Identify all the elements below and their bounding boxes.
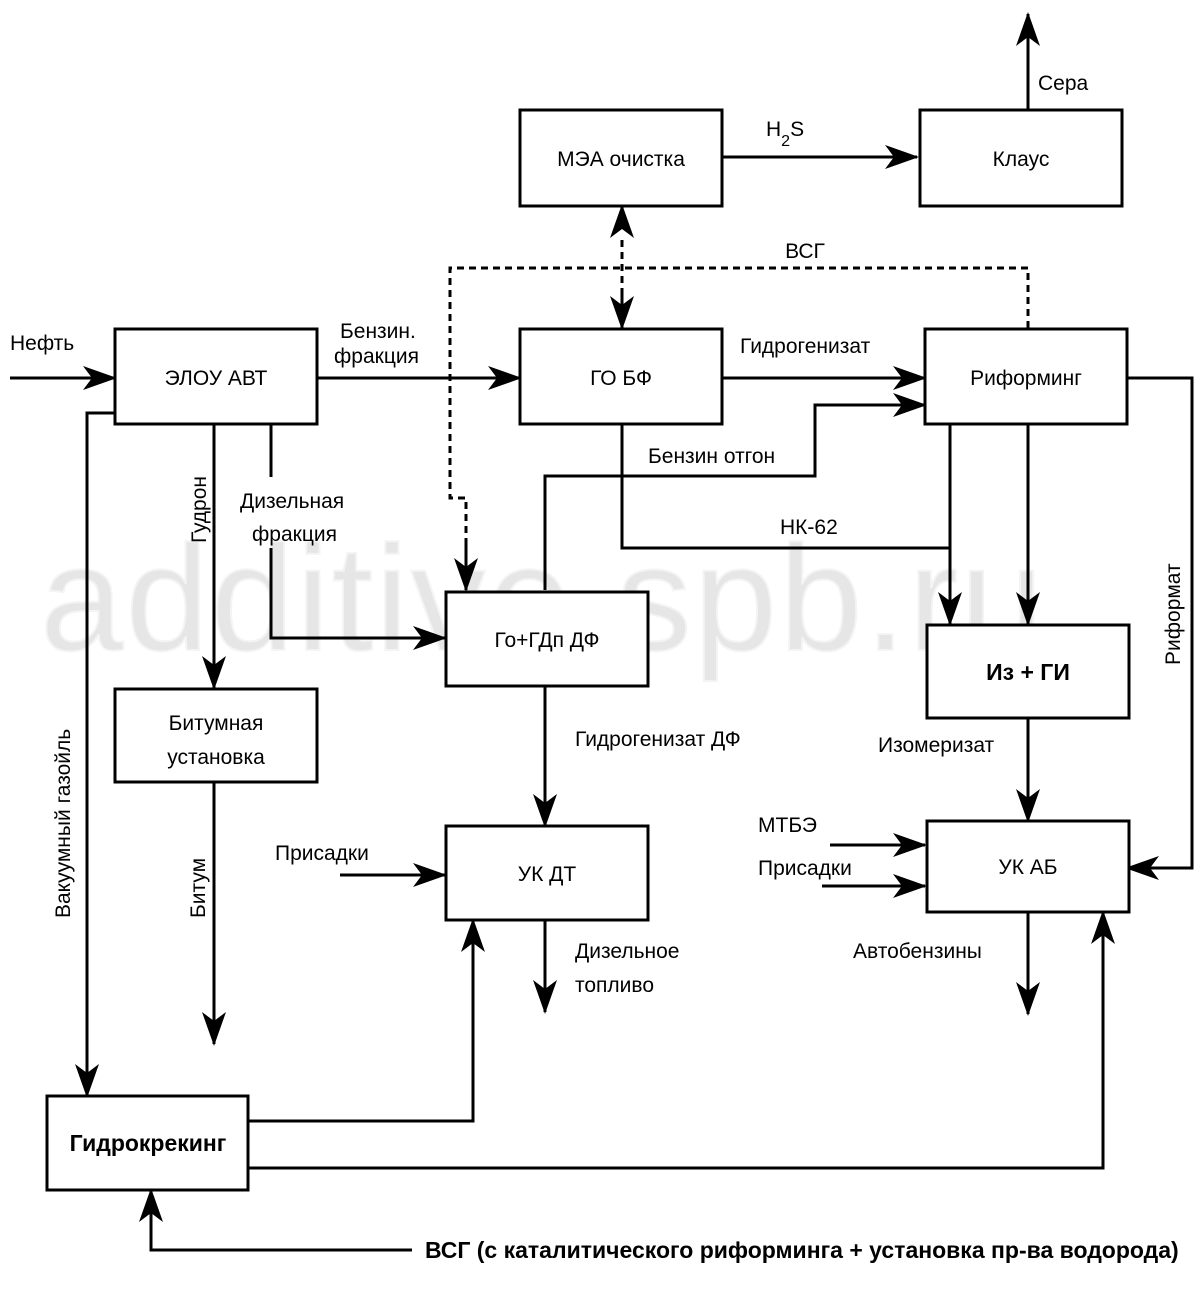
label-oil: Нефть bbox=[10, 332, 74, 355]
label-hydrocracking: Гидрокрекинг bbox=[70, 1130, 227, 1156]
label-bitumen-unit-1: Битумная bbox=[169, 712, 264, 735]
label-reforming: Риформинг bbox=[970, 367, 1082, 390]
label-godf: Го+ГДп ДФ bbox=[494, 629, 599, 652]
label-hydrogenate-df: Гидрогенизат ДФ bbox=[575, 728, 741, 751]
label-h2s: H2S bbox=[766, 118, 804, 150]
label-bitumen-unit-2: установка bbox=[167, 746, 265, 769]
label-hydrogenate: Гидрогенизат bbox=[740, 335, 871, 358]
label-bitumen: Битум bbox=[187, 858, 210, 918]
label-diesel-fraction-1: Дизельная bbox=[240, 490, 344, 513]
label-nk62: НК-62 bbox=[780, 516, 838, 539]
line-nk62 bbox=[620, 424, 952, 550]
label-diesel-fraction-2: фракция bbox=[252, 523, 337, 546]
arrow-gasoline-stripped bbox=[543, 393, 927, 590]
label-vacuum-gasoil: Вакуумный газойль bbox=[52, 729, 75, 918]
label-vsg: ВСГ bbox=[785, 240, 825, 263]
label-reformate: Риформат bbox=[1162, 563, 1185, 665]
label-vsg-bottom: ВСГ (с каталитического риформинга + уста… bbox=[425, 1237, 1179, 1263]
label-iz: Из + ГИ bbox=[986, 659, 1070, 685]
label-mea: МЭА очистка bbox=[557, 148, 685, 171]
node-ukdt bbox=[444, 824, 650, 922]
label-additives-ab: Присадки bbox=[758, 857, 852, 880]
arrow-vsg-to-hydrocracking bbox=[139, 1188, 412, 1252]
label-gasoline-stripped: Бензин отгон bbox=[648, 445, 775, 468]
label-ukab: УК АБ bbox=[998, 856, 1057, 879]
label-ukdt: УК ДТ bbox=[518, 863, 577, 886]
node-claus bbox=[918, 108, 1124, 208]
label-gasoline-fraction-2: фракция bbox=[334, 345, 419, 368]
label-sulfur: Сера bbox=[1038, 72, 1089, 95]
node-bitumen-unit bbox=[113, 687, 319, 784]
arrow-reformate bbox=[1125, 376, 1194, 880]
label-motor-gasoline: Автобензины bbox=[853, 940, 982, 963]
node-hydrocracking bbox=[45, 1094, 250, 1192]
label-mtbe: МТБЭ bbox=[758, 814, 817, 837]
label-diesel-fuel-1: Дизельное bbox=[575, 940, 679, 963]
label-isomerizate: Изомеризат bbox=[878, 734, 995, 757]
node-gobf bbox=[518, 327, 724, 426]
arrow-vacuum-gasoil bbox=[75, 411, 115, 1098]
node-reforming bbox=[923, 327, 1129, 426]
arrow-hydrocracking-to-ukab bbox=[248, 910, 1115, 1170]
label-elou: ЭЛОУ АВТ bbox=[165, 367, 268, 390]
label-tar: Гудрон bbox=[188, 476, 211, 543]
arrow-diesel-fraction bbox=[269, 424, 445, 638]
arrow-hydrocracking-to-ukdt bbox=[248, 918, 485, 1123]
dashed-vsg-loop bbox=[448, 266, 1030, 540]
label-gasoline-fraction-1: Бензин. bbox=[340, 320, 416, 343]
label-diesel-fuel-2: топливо bbox=[575, 974, 654, 997]
node-ukab bbox=[925, 819, 1131, 914]
label-gobf: ГО БФ bbox=[590, 367, 652, 390]
label-additives-dt: Присадки bbox=[275, 842, 369, 865]
node-godf bbox=[444, 590, 650, 688]
node-iz bbox=[925, 623, 1131, 720]
node-elou bbox=[113, 327, 319, 426]
label-claus: Клаус bbox=[993, 148, 1050, 171]
node-mea bbox=[518, 108, 724, 208]
